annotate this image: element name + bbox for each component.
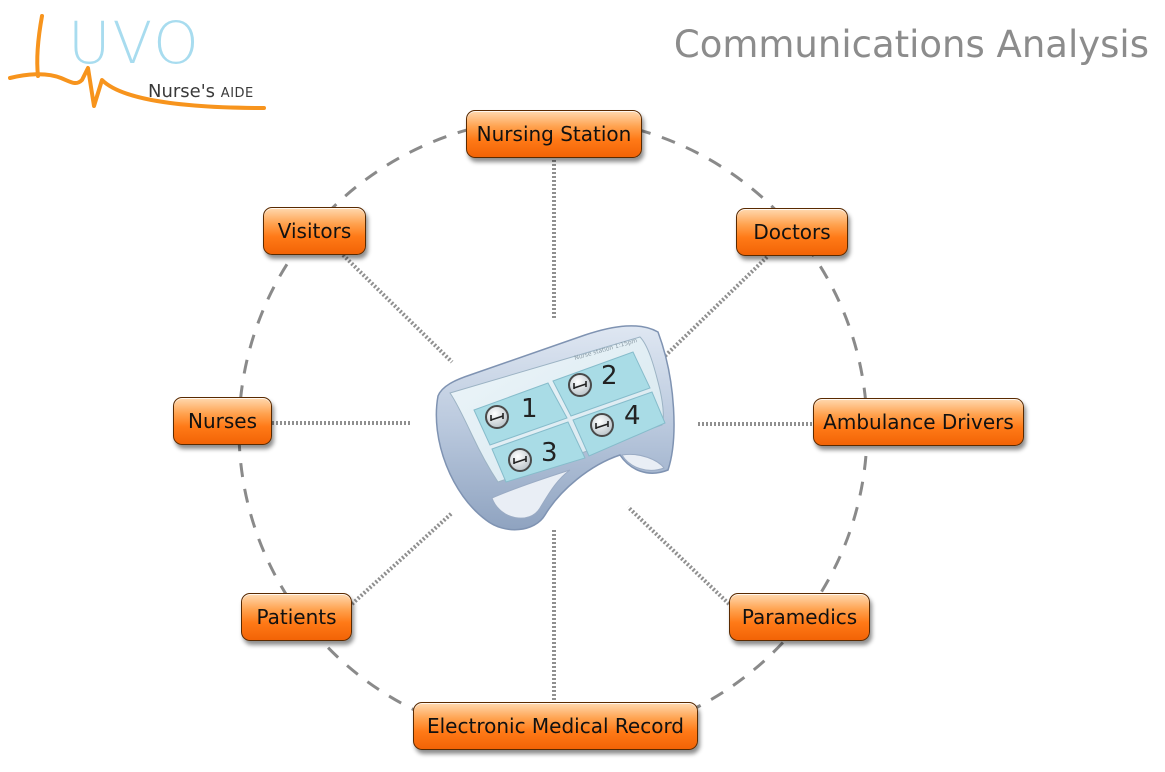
node-visitors[interactable]: Visitors (263, 207, 366, 255)
logo-subtitle: Nurse's AIDE (148, 83, 254, 101)
bed-icon (485, 405, 509, 429)
wrist-device: Nurse station 1:15pm 1 2 3 4 (435, 325, 675, 531)
room-tile-1[interactable] (473, 382, 568, 446)
node-nurses[interactable]: Nurses (173, 397, 272, 445)
room-tile-2[interactable] (552, 351, 651, 417)
logo-subtitle-main: Nurse's (148, 81, 216, 102)
room-number-2: 2 (601, 361, 618, 391)
bed-icon (590, 413, 614, 437)
room-number-3: 3 (541, 438, 558, 468)
room-number-1: 1 (521, 394, 538, 424)
bed-icon (568, 373, 592, 397)
node-ambulance-drivers[interactable]: Ambulance Drivers (813, 398, 1024, 446)
luvo-logo: UVO Nurse's AIDE (6, 8, 276, 120)
node-doctors[interactable]: Doctors (736, 208, 848, 256)
logo-subtitle-small: AIDE (220, 86, 254, 101)
node-nursing-station[interactable]: Nursing Station (466, 110, 642, 158)
connector-visitors (341, 253, 454, 364)
bed-icon (508, 448, 532, 472)
connector-patients (350, 511, 454, 606)
node-electronic-medical-record[interactable]: Electronic Medical Record (413, 702, 698, 750)
connector-doctors (662, 255, 769, 359)
room-tile-4[interactable] (572, 391, 666, 457)
page-title: Communications Analysis (673, 23, 1149, 66)
logo-wordmark: UVO (68, 9, 201, 77)
connector-paramedics (626, 505, 731, 606)
room-number-4: 4 (624, 401, 641, 431)
node-paramedics[interactable]: Paramedics (729, 593, 870, 641)
node-patients[interactable]: Patients (241, 593, 352, 641)
logo-swoosh-icon (8, 14, 266, 110)
